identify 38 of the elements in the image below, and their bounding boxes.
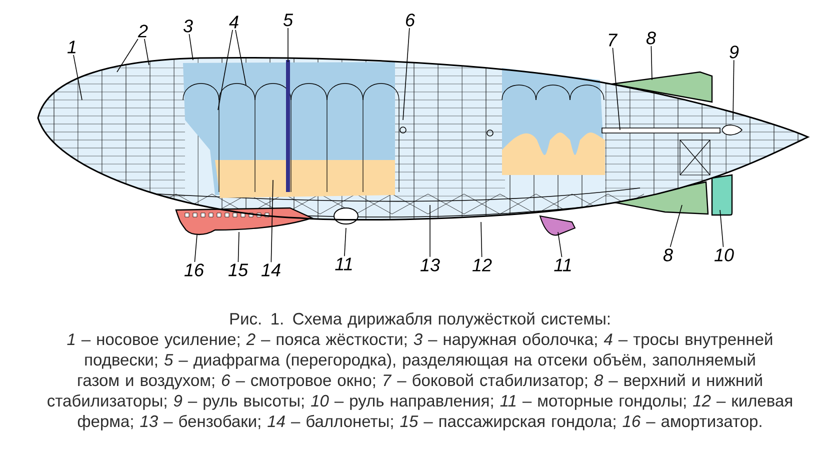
leader-line — [732, 60, 734, 120]
leader-line — [194, 234, 198, 262]
callout-number: 11 — [335, 258, 352, 270]
callout-number: 7 — [608, 34, 618, 46]
callout-number: 6 — [406, 14, 415, 26]
callout-number: 11 — [554, 258, 571, 272]
leader-line — [344, 228, 346, 256]
callout-number: 10 — [714, 248, 734, 262]
caption-text: 1 – носовое усиление; 2 – пояса жёсткости; 3 – наружная оболочка; 4 – тросы внутренней подвески; 5 – диафрагма (перегородка), разделяющая на отсеки объём, заполняемый газом и воздухом; 6 – смотровое окно; 7 – боковой стабилизатор; 8 – верхний и нижний стабилизаторы; 9 – руль высоты; 10 – руль направления; 11 – моторные гондолы; 12 – килевая ферма; 13 – бензобаки; 14 – баллонеты; 15 – пассажирская гондола; 16 – амортизатор. — [48, 332, 792, 430]
callout-number: 8 — [663, 248, 673, 262]
callout-number: 1 — [67, 40, 76, 54]
leader-line — [218, 30, 233, 110]
callout-number: 2 — [138, 24, 148, 38]
leader-line — [480, 222, 482, 258]
callout-number: 5 — [283, 14, 294, 26]
leader-line — [238, 232, 240, 262]
callout-number: 8 — [646, 32, 656, 44]
leader-line — [235, 30, 246, 86]
callout-number: 12 — [472, 258, 492, 272]
callout-number: 9 — [730, 46, 739, 58]
leader-line — [116, 38, 138, 72]
leader-line — [612, 48, 620, 130]
callout-number: 14 — [261, 264, 280, 276]
caption-title: Рис. 1. Схема дирижабля полужёсткой системы: — [230, 312, 610, 328]
leader-line — [402, 28, 410, 120]
callout-number: 3 — [183, 20, 193, 32]
callout-number: 13 — [420, 258, 440, 272]
callout-number: 16 — [184, 264, 204, 276]
callout-number: 4 — [229, 16, 238, 28]
leader-line — [73, 54, 82, 100]
callout-number: 15 — [228, 264, 248, 276]
leader-line — [670, 204, 682, 248]
leader-line — [144, 38, 150, 66]
leader-line — [188, 34, 194, 60]
leader-line — [720, 210, 724, 248]
leader-line — [270, 180, 274, 263]
leader-line — [558, 232, 562, 258]
leader-line — [650, 46, 652, 80]
